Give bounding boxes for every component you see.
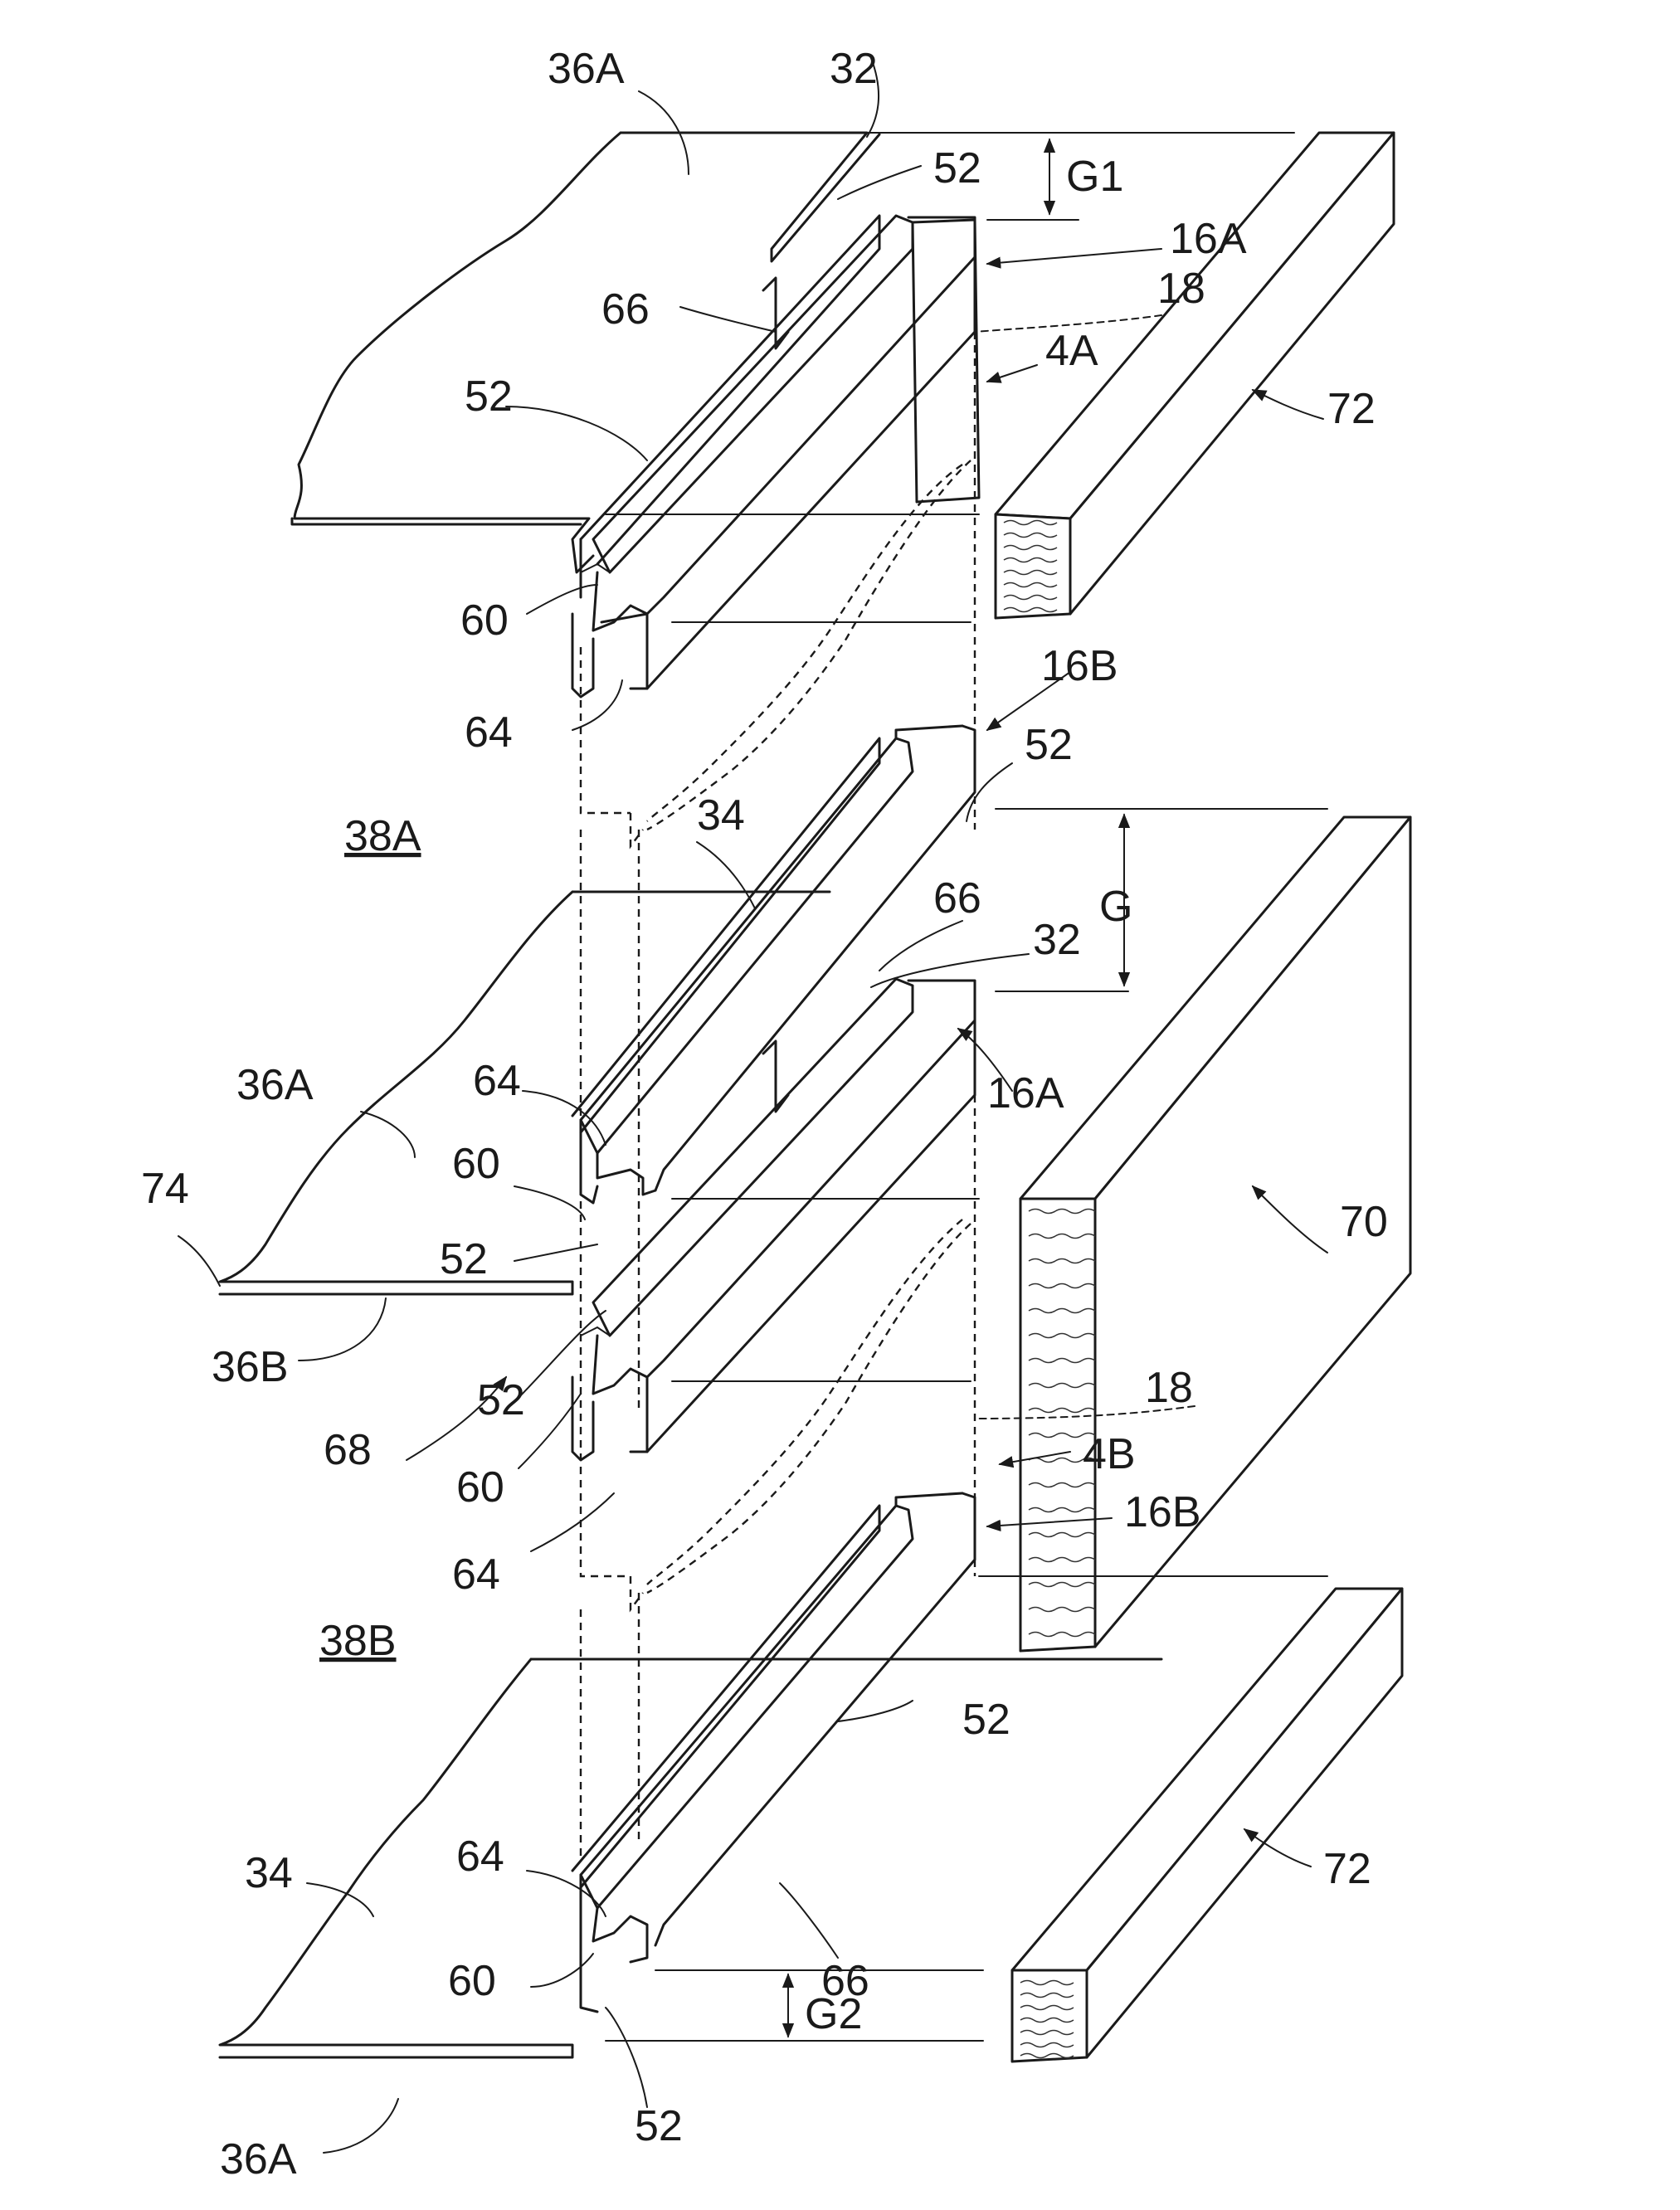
middle-assembly xyxy=(220,726,1410,1651)
label-34-bottom: 34 xyxy=(245,1849,293,1897)
label-64-bottom: 64 xyxy=(456,1833,504,1881)
label-60-top: 60 xyxy=(460,596,509,645)
bottom-assembly xyxy=(220,1493,1402,2062)
label-4a: 4A xyxy=(1045,327,1098,375)
seal-block-72-top xyxy=(996,133,1394,618)
label-52-mid-b: 52 xyxy=(477,1376,525,1424)
label-64-top: 64 xyxy=(465,708,513,757)
label-64-mid2: 64 xyxy=(452,1550,500,1599)
label-74: 74 xyxy=(141,1165,189,1213)
label-g2: G2 xyxy=(805,1990,862,2038)
label-g1: G1 xyxy=(1066,153,1123,201)
label-36a-bottom: 36A xyxy=(220,2135,297,2183)
label-g: G xyxy=(1099,883,1132,931)
label-52-mid-right: 52 xyxy=(1025,721,1073,769)
label-72-top: 72 xyxy=(1327,385,1376,433)
label-32-top: 32 xyxy=(830,45,878,93)
label-4b: 4B xyxy=(1083,1430,1136,1478)
label-16a-mid: 16A xyxy=(987,1069,1064,1117)
label-18-top: 18 xyxy=(1157,265,1205,313)
label-66-top: 66 xyxy=(601,285,650,333)
label-36b: 36B xyxy=(212,1343,289,1391)
label-66-mid: 66 xyxy=(933,874,981,922)
label-16a-top: 16A xyxy=(1170,215,1247,263)
label-52-bottom-right: 52 xyxy=(962,1696,1010,1744)
label-60-mid2: 60 xyxy=(456,1463,504,1511)
channel-16b-bottom xyxy=(572,1493,975,2012)
label-38b: 38B xyxy=(319,1617,397,1665)
label-60-mid: 60 xyxy=(452,1140,500,1188)
label-72-bottom: 72 xyxy=(1323,1845,1371,1893)
label-36a-mid: 36A xyxy=(236,1061,314,1109)
label-60-bottom: 60 xyxy=(448,1957,496,2005)
label-38a: 38A xyxy=(344,812,421,860)
label-64-mid: 64 xyxy=(473,1057,521,1105)
label-52-upper: 52 xyxy=(465,372,513,421)
label-52-mid-a: 52 xyxy=(440,1235,488,1283)
label-18-mid: 18 xyxy=(1145,1364,1193,1412)
label-52-top: 52 xyxy=(933,144,981,192)
label-34-mid: 34 xyxy=(697,791,745,840)
label-16b-mid: 16B xyxy=(1041,642,1118,690)
label-36a-top: 36A xyxy=(548,45,625,93)
label-16b-bottom: 16B xyxy=(1124,1488,1201,1536)
label-70: 70 xyxy=(1340,1198,1388,1246)
label-32-mid: 32 xyxy=(1033,916,1081,964)
channel-16a-mid xyxy=(572,979,975,1460)
label-52-bottom: 52 xyxy=(635,2102,683,2150)
label-68: 68 xyxy=(324,1426,372,1474)
